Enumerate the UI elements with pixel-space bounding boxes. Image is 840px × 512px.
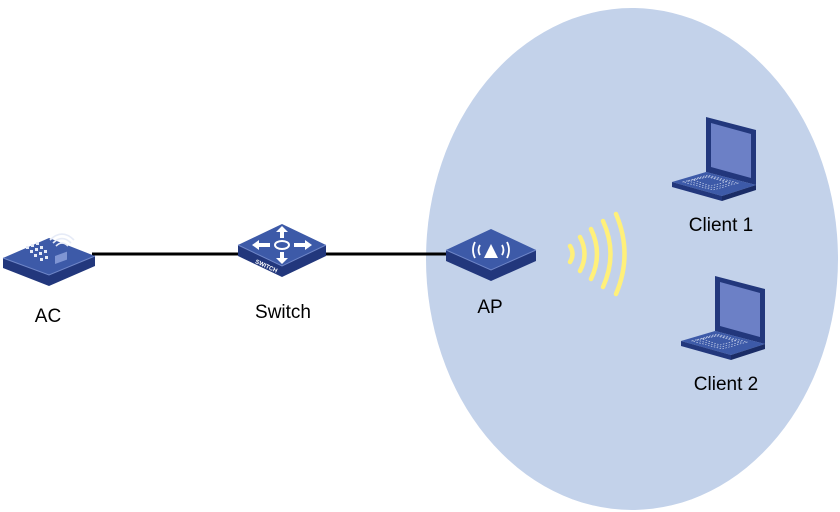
access-point-icon [445, 229, 537, 281]
switch-label: Switch [255, 302, 311, 323]
ap-label: AP [477, 297, 502, 318]
laptop-icon [681, 276, 765, 360]
switch-device: SWITCH Switch [237, 224, 327, 323]
client1-label: Client 1 [689, 215, 753, 236]
wireless-controller-icon [2, 233, 96, 286]
ac-label: AC [35, 306, 61, 327]
client2-label: Client 2 [694, 374, 758, 395]
ac-device: AC [2, 233, 96, 327]
switch-icon: SWITCH [237, 224, 327, 277]
laptop-icon [672, 117, 756, 201]
wireless-signal-icon [567, 211, 627, 297]
client2-device: Client 2 [681, 276, 765, 395]
client1-device: Client 1 [672, 117, 756, 236]
ap-device: AP [445, 229, 537, 318]
